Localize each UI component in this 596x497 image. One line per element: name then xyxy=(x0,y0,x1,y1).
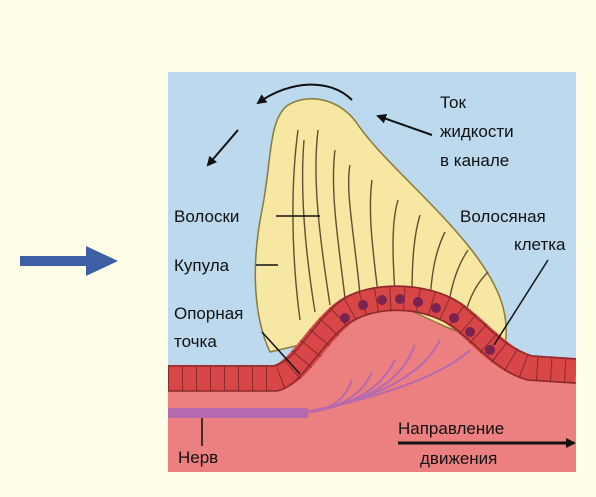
flow-label-line3: в канале xyxy=(440,151,509,170)
hair-cell-label-line1: Волосяная xyxy=(460,207,546,226)
flow-label-line1: Ток xyxy=(440,93,467,112)
hairs-label: Волоски xyxy=(174,207,239,226)
pointer-arrow-icon xyxy=(20,246,118,276)
flow-label-line2: жидкости xyxy=(440,122,514,141)
support-label-line2: точка xyxy=(174,332,217,351)
support-label-line1: Опорная xyxy=(174,304,243,323)
direction-label-line1: Направление xyxy=(398,419,504,438)
direction-label-line2: движения xyxy=(420,449,497,468)
nerve xyxy=(168,408,308,418)
nerve-label: Нерв xyxy=(178,448,218,467)
cupula-label: Купула xyxy=(174,256,230,275)
hair-cell-label-line2: клетка xyxy=(514,235,566,254)
